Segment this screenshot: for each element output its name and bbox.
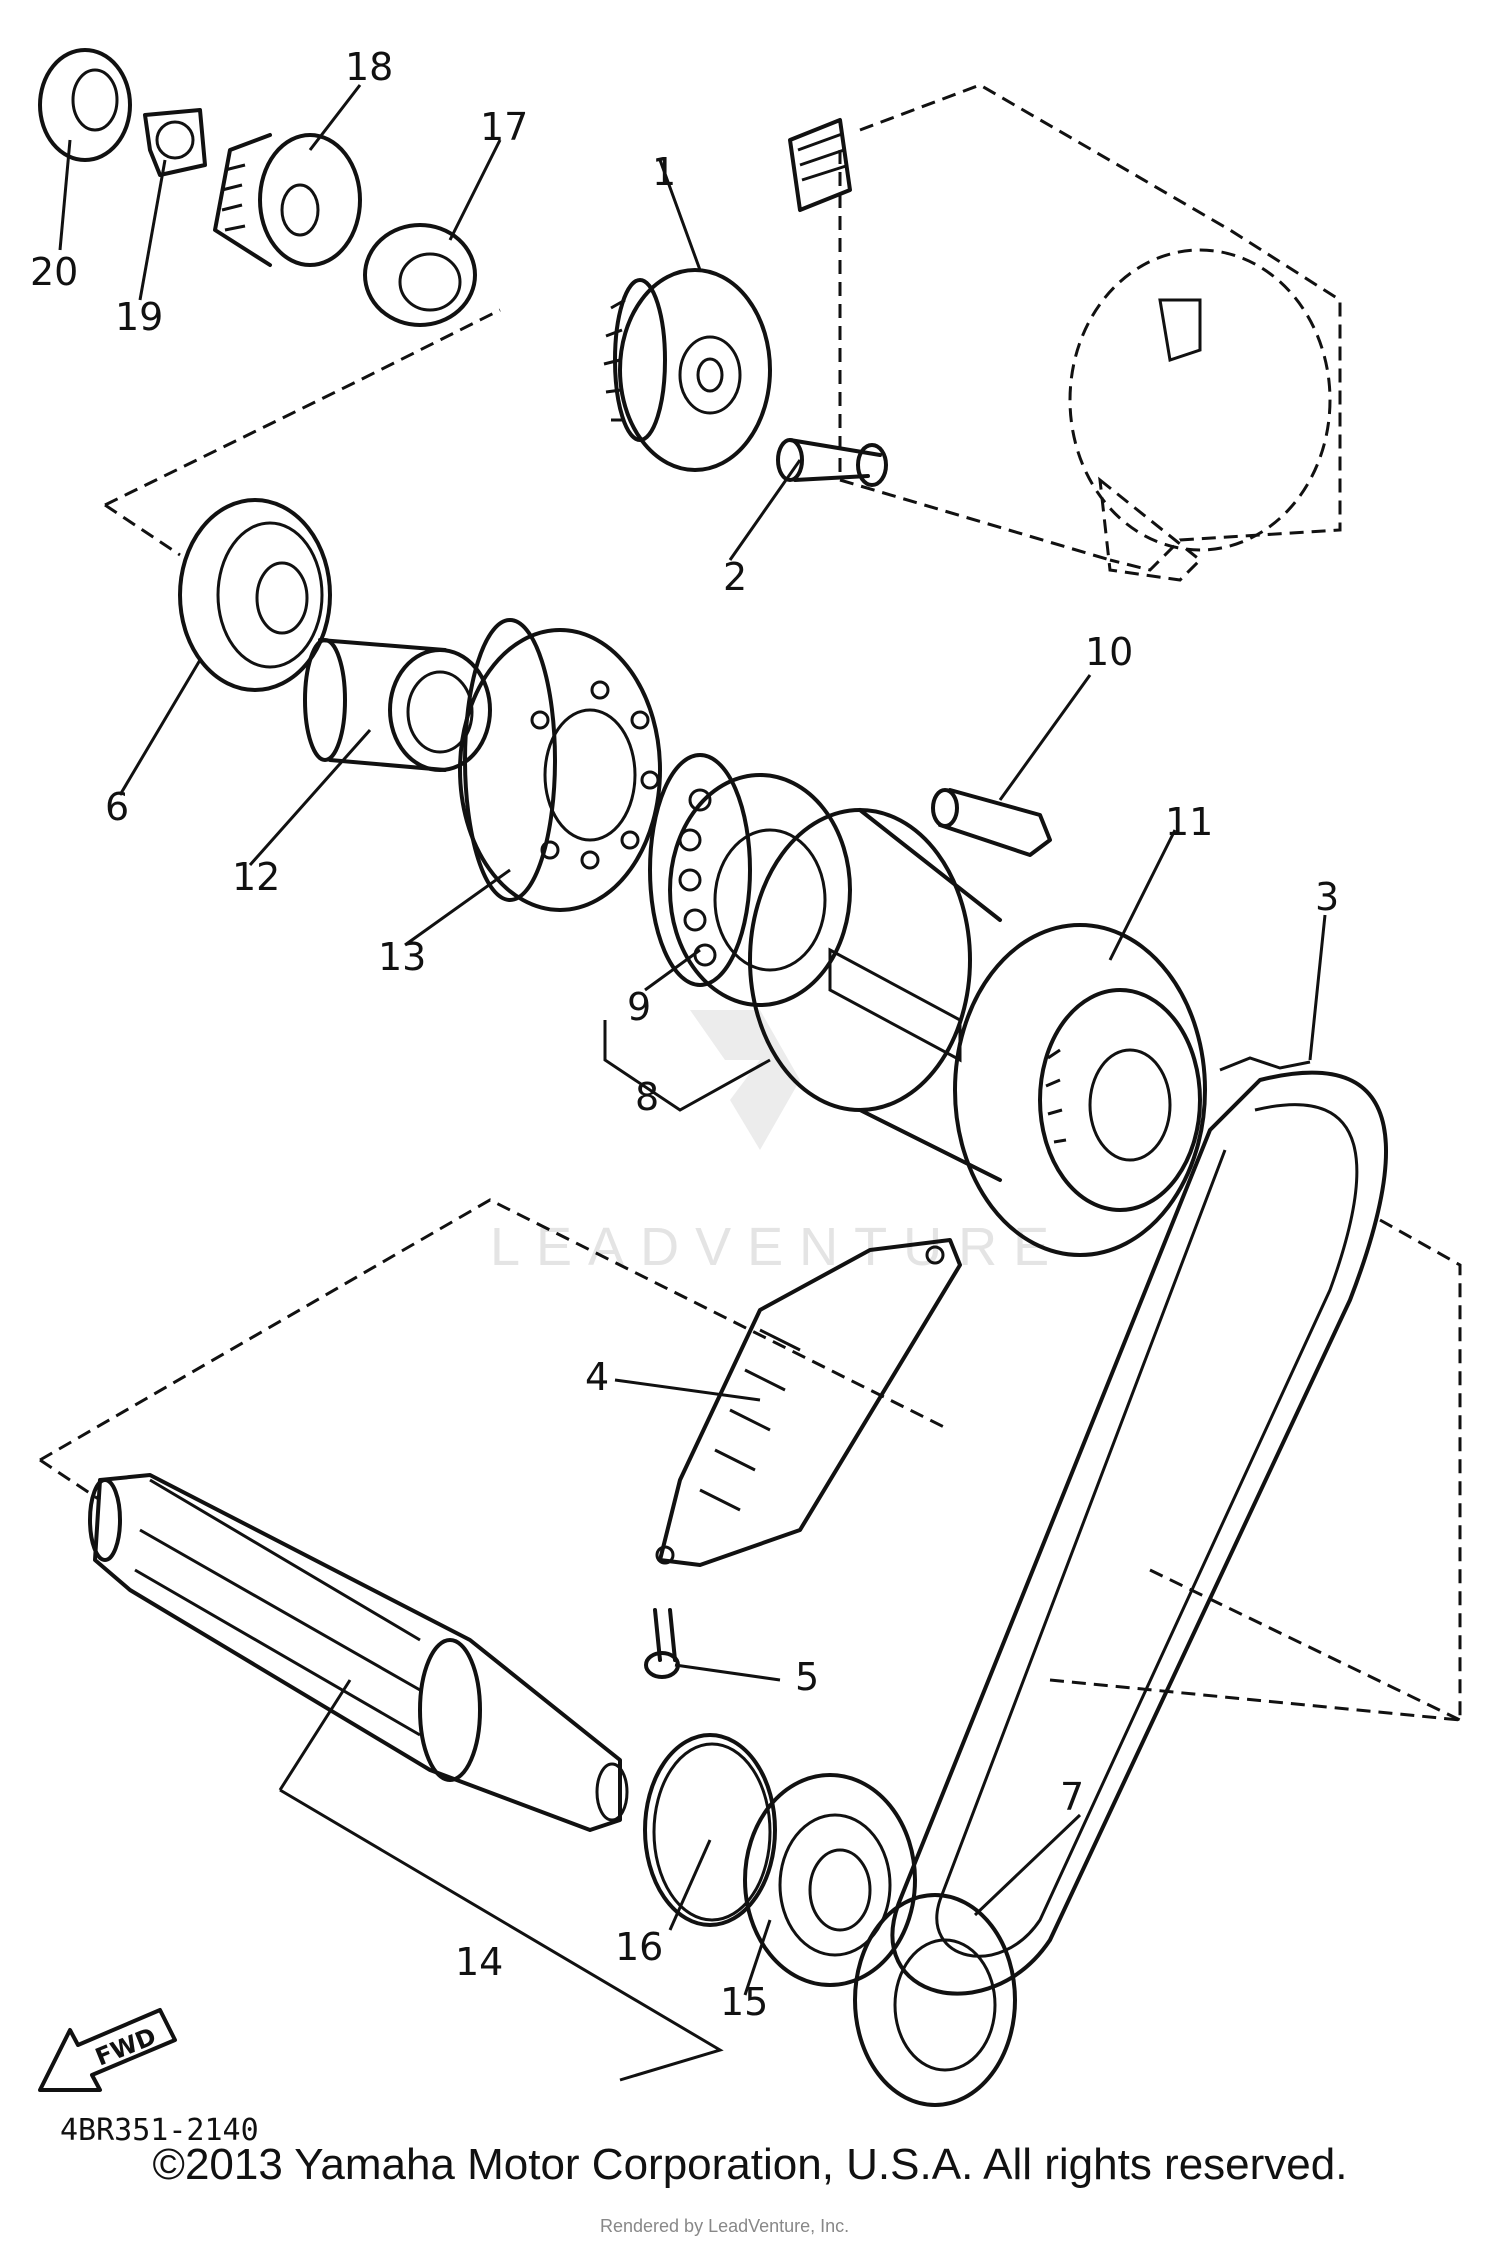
part-1-gear — [603, 268, 772, 472]
fwd-arrow-icon: FWD — [38, 2008, 177, 2092]
bracket-14 — [278, 1679, 724, 2082]
part-3-chain — [890, 1056, 1388, 1996]
label-2: 2 — [723, 555, 747, 599]
part-10-pin — [931, 788, 1052, 857]
label-18: 18 — [345, 45, 393, 89]
starter-motor — [788, 83, 1342, 582]
label-8: 8 — [635, 1075, 659, 1119]
part-18-gear — [213, 133, 362, 267]
part-5-bolt — [644, 1608, 680, 1679]
svg-text:LEADVENTURE: LEADVENTURE — [490, 1217, 1065, 1277]
part-11-drive-gear — [748, 808, 1207, 1257]
part-16-o-ring — [643, 1733, 777, 1927]
label-11: 11 — [1165, 800, 1213, 844]
label-5: 5 — [795, 1655, 819, 1699]
label-10: 10 — [1085, 630, 1133, 674]
label-16: 16 — [615, 1925, 663, 1969]
part-17-bushing — [363, 223, 477, 327]
label-1: 1 — [652, 150, 676, 194]
label-6: 6 — [105, 785, 129, 829]
part-15-bearing — [743, 1773, 917, 1987]
label-15: 15 — [720, 1980, 768, 2024]
svg-text:FWD: FWD — [91, 2022, 160, 2071]
label-9: 9 — [627, 985, 651, 1029]
label-4: 4 — [585, 1355, 609, 1399]
label-17: 17 — [480, 105, 528, 149]
label-7: 7 — [1060, 1775, 1084, 1819]
copyright-text: ©2013 Yamaha Motor Corporation, U.S.A. A… — [152, 2140, 1348, 2189]
part-20-bearing — [38, 48, 132, 162]
part-6-bearing — [178, 498, 332, 692]
leader-lines — [58, 84, 1327, 1996]
part-labels: 1 2 3 4 5 6 7 8 9 10 11 12 13 14 15 16 1… — [30, 45, 1339, 2024]
credit-text: Rendered by LeadVenture, Inc. — [600, 2216, 849, 2236]
label-12: 12 — [232, 855, 280, 899]
label-3: 3 — [1315, 875, 1339, 919]
part-4-chain-guide — [655, 1238, 962, 1567]
part-19-washer — [143, 108, 207, 177]
label-19: 19 — [115, 295, 163, 339]
label-14: 14 — [455, 1940, 503, 1984]
assembly-lines — [39, 308, 1462, 1722]
part-7-seal — [853, 1893, 1017, 2107]
label-13: 13 — [378, 935, 426, 979]
part-13-sprocket — [458, 618, 662, 912]
part-12-sleeve — [303, 638, 492, 772]
label-20: 20 — [30, 250, 78, 294]
bracket-8 — [603, 1020, 771, 1112]
diagram-code: 4BR351-2140 — [60, 2113, 259, 2148]
leadventure-watermark: LEADVENTURE — [490, 1010, 1065, 1277]
part-2-shaft — [776, 438, 888, 487]
part-14-shaft — [88, 1473, 629, 1832]
